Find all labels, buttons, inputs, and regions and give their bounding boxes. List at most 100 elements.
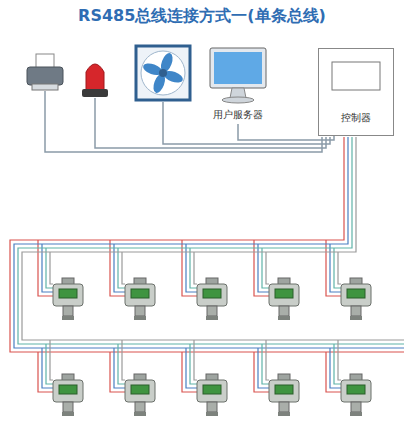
detector-display — [275, 385, 293, 394]
detector-display — [59, 385, 77, 394]
gas-detector — [125, 374, 155, 416]
controller-box: 控制器 — [318, 48, 394, 136]
device-wires — [45, 91, 330, 152]
drop-wire — [42, 244, 53, 292]
fan-frame — [136, 46, 190, 100]
node-label: 用户服务器 — [203, 108, 273, 122]
alarm-base — [82, 89, 108, 97]
drop-wire — [338, 252, 341, 284]
detector-display — [59, 289, 77, 298]
drop-wire — [258, 244, 269, 292]
drop-wire — [338, 340, 341, 380]
monitor-frame — [210, 48, 266, 88]
printer-icon — [27, 54, 63, 90]
detector-body — [269, 380, 299, 402]
drop-wire — [50, 252, 53, 284]
detector-sensor-cap — [206, 412, 218, 416]
gas-detector — [53, 278, 83, 320]
detector-sensor — [351, 306, 361, 316]
alarm-dome — [86, 64, 104, 90]
bus-wire — [10, 137, 404, 352]
detector-sensor — [279, 306, 289, 316]
drop-wire — [114, 244, 125, 292]
monitor-icon — [210, 48, 266, 103]
gas-detector — [125, 278, 155, 320]
gas-detector — [53, 374, 83, 416]
detector-sensor — [207, 402, 217, 412]
detector-sensor — [63, 402, 73, 412]
detector-sensor-cap — [278, 316, 290, 320]
detector-body — [269, 284, 299, 306]
drop-wire — [266, 340, 269, 380]
fan-ring — [141, 51, 185, 95]
gas-detector — [197, 374, 227, 416]
drop-wire — [266, 252, 269, 284]
bus-wire — [18, 137, 404, 344]
drop-wire — [186, 244, 197, 292]
detector-display — [203, 289, 221, 298]
gas-detector — [341, 278, 371, 320]
fan-hub — [159, 69, 167, 77]
detector-body — [197, 380, 227, 402]
detector-body — [341, 284, 371, 306]
detector-body — [125, 380, 155, 402]
drop-wire — [194, 340, 197, 380]
detector-body — [341, 380, 371, 402]
printer-tray — [32, 84, 58, 90]
drop-wire — [42, 348, 53, 388]
drop-wire — [330, 244, 341, 292]
drop-wire — [122, 252, 125, 284]
drop-wire — [46, 248, 53, 288]
detector-sensor-cap — [62, 412, 74, 416]
gas-detector — [269, 374, 299, 416]
detector-sensor — [207, 306, 217, 316]
title: RS485总线连接方式一(单条总线) — [0, 6, 404, 27]
detector-sensor — [63, 306, 73, 316]
drop-wire — [262, 248, 269, 288]
detector-body — [197, 284, 227, 306]
detector-sensor-cap — [62, 316, 74, 320]
printer-wire — [45, 91, 322, 152]
detector-group — [53, 278, 371, 416]
drop-wire — [258, 348, 269, 388]
detector-sensor — [135, 306, 145, 316]
monitor-screen — [214, 52, 262, 84]
drop-wire — [114, 348, 125, 388]
signal-wire — [238, 124, 334, 140]
fan-icon — [136, 46, 190, 100]
server-node: 用户服务器 — [203, 44, 273, 124]
detector-display — [131, 289, 149, 298]
gas-detector — [341, 374, 371, 416]
detector-sensor-cap — [206, 316, 218, 320]
fan-wire — [163, 102, 330, 144]
detector-sensor-cap — [350, 316, 362, 320]
detector-sensor-cap — [350, 412, 362, 416]
gas-detector — [197, 278, 227, 320]
detector-display — [131, 385, 149, 394]
rs485-bus — [10, 137, 404, 392]
drop-wire — [194, 252, 197, 284]
detector-sensor — [135, 402, 145, 412]
monitor-base — [222, 97, 254, 103]
printer-body — [27, 67, 63, 85]
detector-display — [275, 289, 293, 298]
alarm-light-icon — [82, 64, 108, 97]
drop-wire — [50, 340, 53, 380]
node-label: 控制器 — [319, 111, 393, 125]
detector-sensor-cap — [134, 412, 146, 416]
bus-wire — [22, 137, 404, 340]
drop-wire — [186, 348, 197, 388]
gas-detector — [269, 278, 299, 320]
detector-display — [347, 385, 365, 394]
detector-display — [203, 385, 221, 394]
detector-sensor-cap — [278, 412, 290, 416]
detector-body — [125, 284, 155, 306]
controller-screen — [332, 62, 380, 90]
detector-sensor-cap — [134, 316, 146, 320]
drop-wire — [190, 248, 197, 288]
detector-sensor — [279, 402, 289, 412]
drop-wire — [330, 348, 341, 388]
bus-wire — [14, 137, 404, 348]
